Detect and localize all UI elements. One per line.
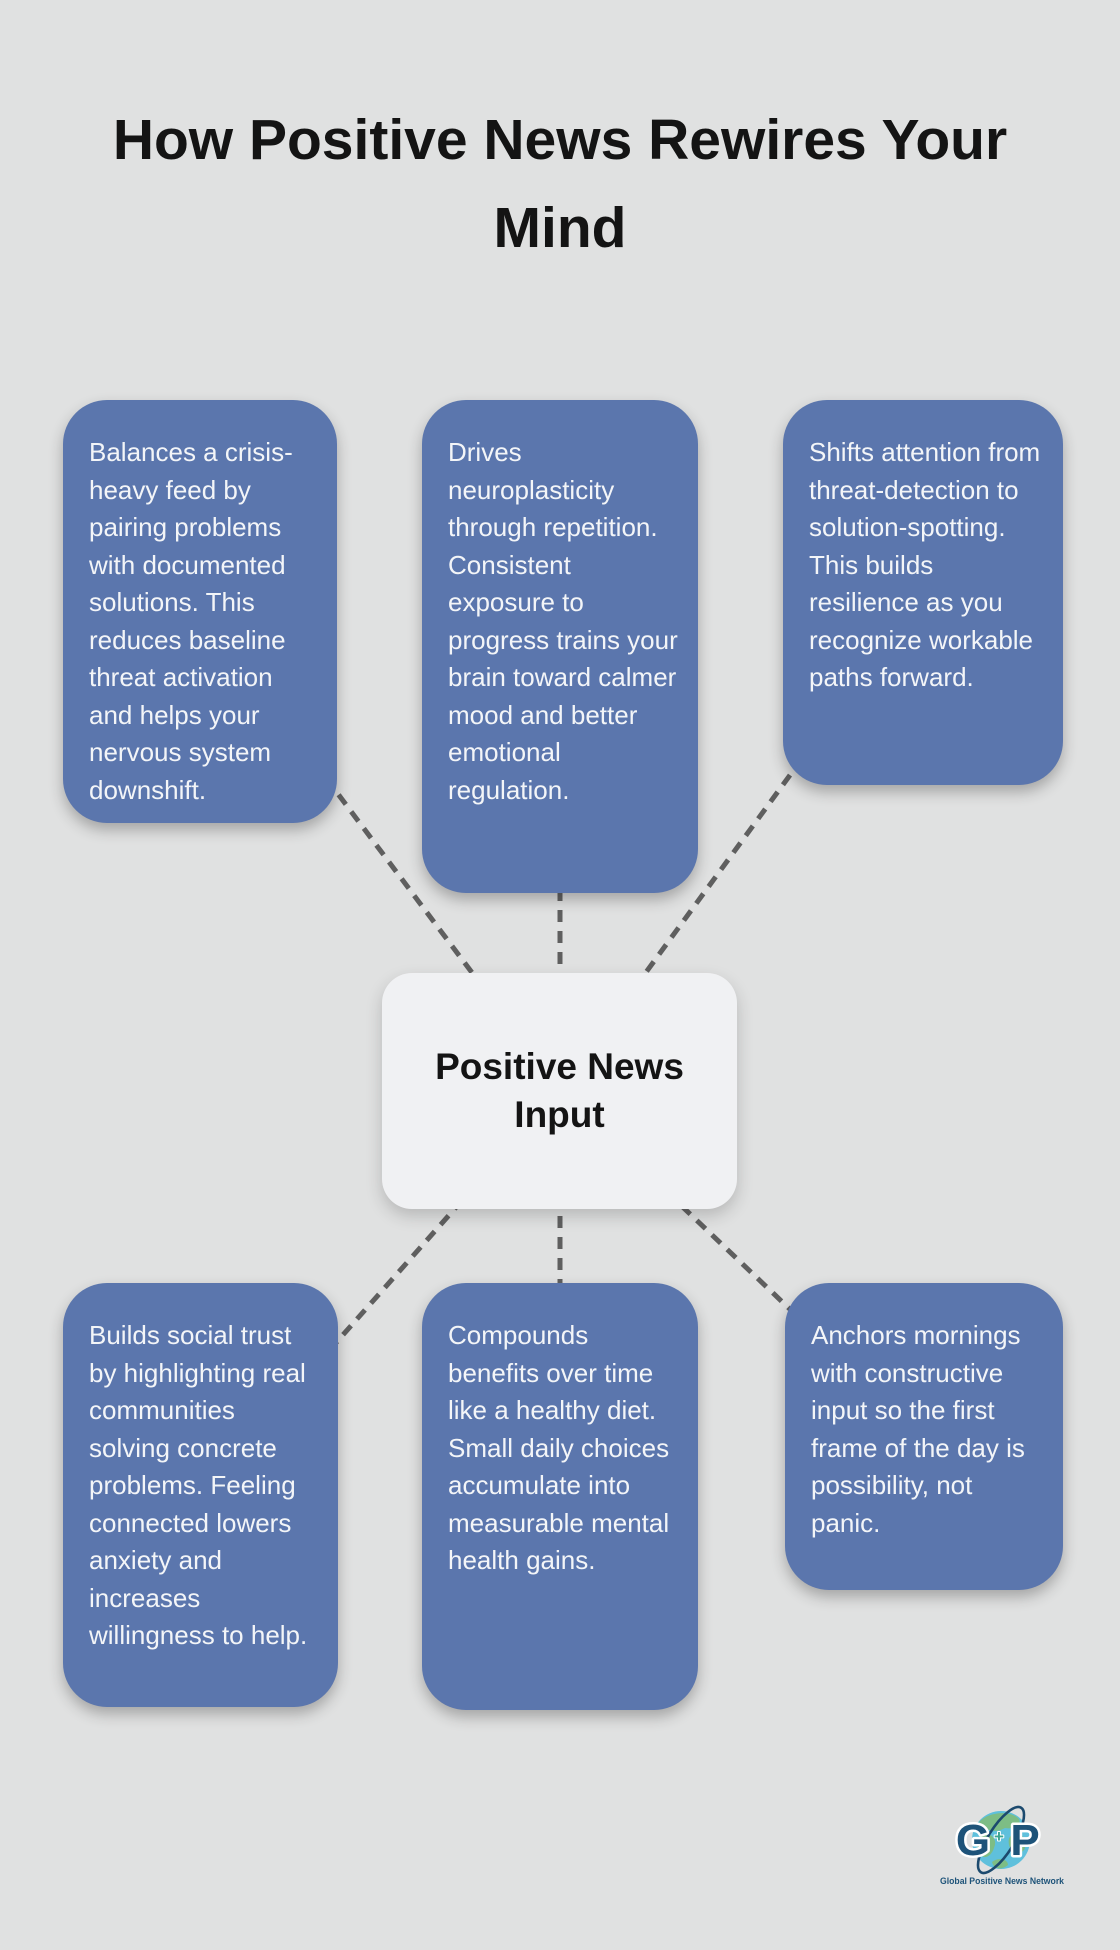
info-card-bottom-middle: Compounds benefits over time like a heal… (422, 1283, 698, 1710)
logo-caption: Global Positive News Network (940, 1876, 1065, 1886)
logo-letter-p: P (1010, 1816, 1039, 1865)
info-card-top-middle: Drives neuroplasticity through repetitio… (422, 400, 698, 893)
global-positive-news-network-logo: G P + Global Positive News Network (940, 1805, 1065, 1886)
info-card-top-right: Shifts attention from threat-detection t… (783, 400, 1063, 785)
orbit-ring-icon (976, 1805, 1026, 1875)
info-card-bottom-left: Builds social trust by highlighting real… (63, 1283, 338, 1707)
central-node: Positive News Input (382, 973, 737, 1209)
logo-plus-icon: + (994, 1827, 1004, 1846)
central-node-label: Positive News Input (435, 1046, 684, 1135)
info-card-top-left: Balances a crisis-heavy feed by pairing … (63, 400, 337, 823)
logo-letter-g: G (956, 1816, 990, 1865)
info-card-bottom-right: Anchors mornings with constructive input… (785, 1283, 1063, 1590)
page-title: How Positive News Rewires Your Mind (112, 108, 1008, 260)
connector-top-left (198, 608, 562, 1092)
